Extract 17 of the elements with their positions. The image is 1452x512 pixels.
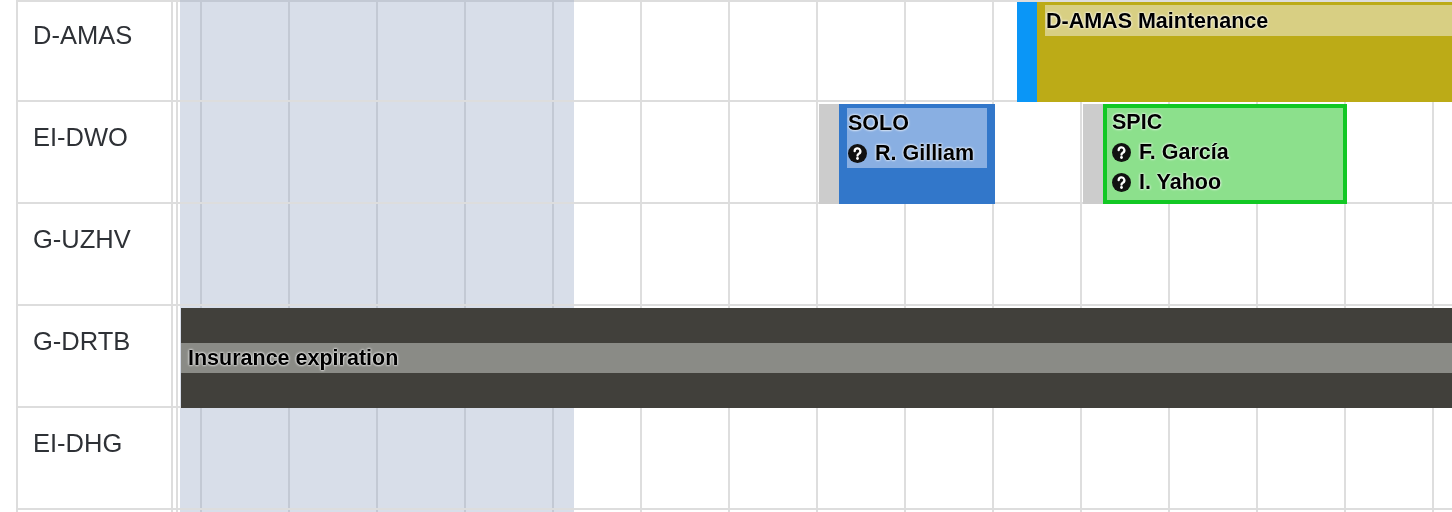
crew-name: F. García xyxy=(1139,139,1229,166)
schedule-row xyxy=(17,102,1452,204)
crew-name: R. Gilliam xyxy=(875,140,975,167)
event-title: D-AMAS Maintenance xyxy=(1046,7,1269,35)
registration-label: EI-DWO xyxy=(33,122,128,152)
event-block xyxy=(1103,104,1347,204)
registration-label: D-AMAS xyxy=(33,20,133,50)
registration-label: G-UZHV xyxy=(33,224,131,254)
event-title: Insurance expiration xyxy=(188,345,399,372)
event-block xyxy=(839,104,995,204)
registration-label: EI-DHG xyxy=(33,428,123,458)
schedule-row xyxy=(17,0,1452,102)
crew-name: I. Yahoo xyxy=(1139,169,1222,196)
event-title: SPIC xyxy=(1112,109,1163,136)
event-title: SOLO xyxy=(848,110,909,137)
registration-label: G-DRTB xyxy=(33,326,131,356)
event-bar xyxy=(1037,2,1452,102)
